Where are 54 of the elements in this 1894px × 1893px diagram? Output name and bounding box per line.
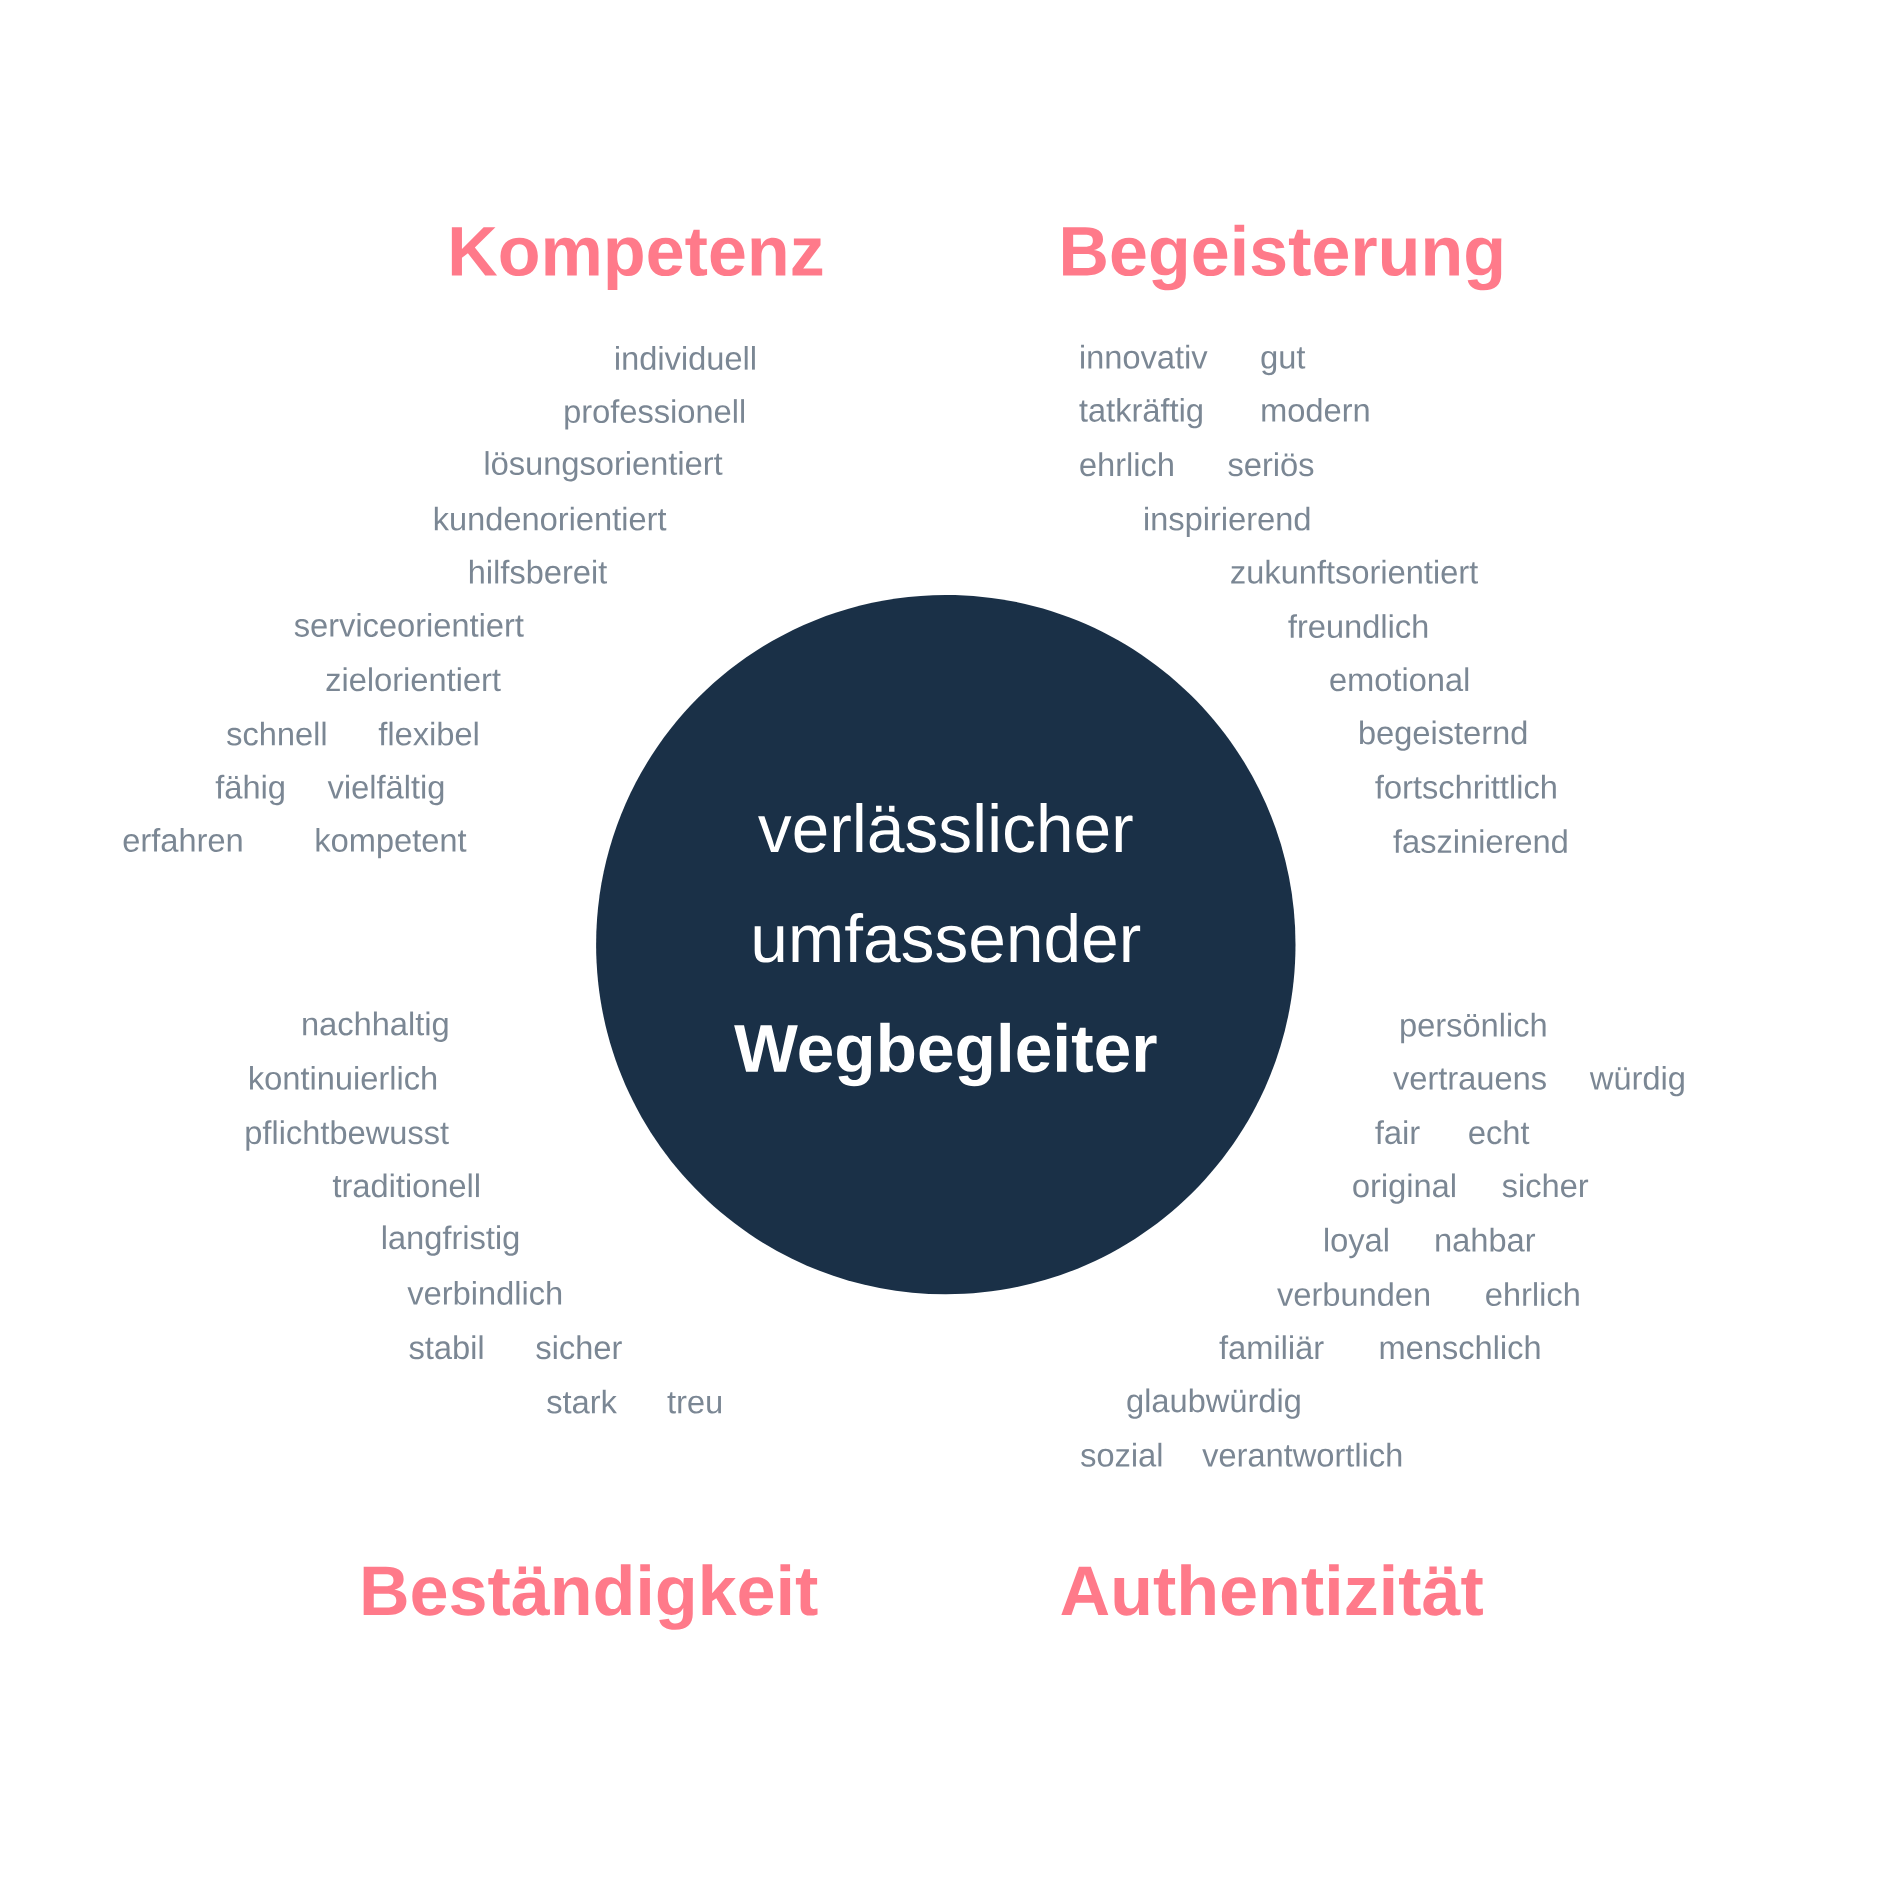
word-label: stark (547, 1389, 617, 1414)
word-label: kundenorientiert (434, 506, 667, 531)
word-label: seriös (1228, 452, 1314, 477)
word-label: sicher (1502, 1173, 1589, 1198)
word-label: loyal (1325, 1227, 1388, 1259)
word-label: serviceorientiert (294, 613, 524, 637)
word-label: verbindlich (407, 1281, 562, 1305)
word-label: ehrlich (1486, 1282, 1579, 1307)
word-label: gut (1261, 347, 1306, 376)
word-label: zielorientiert (326, 667, 501, 692)
category-heading: Authentizität (1061, 1564, 1483, 1616)
word-label: glaubwürdig (1127, 1388, 1300, 1419)
word-label: modern (1262, 398, 1369, 422)
word-label: nahbar (1436, 1227, 1536, 1252)
word-label: begeisternd (1360, 720, 1527, 751)
word-label: erfahren (123, 828, 242, 852)
word-label: familiär (1219, 1335, 1324, 1360)
word-label: treu (667, 1392, 722, 1414)
word-label: verantwortlich (1202, 1442, 1402, 1467)
word-label: fair (1375, 1120, 1420, 1145)
word-label: fortschrittlich (1375, 774, 1556, 799)
word-label: vielfältig (327, 774, 444, 806)
word-label: innovativ (1081, 344, 1208, 369)
category-heading: Kompetenz (451, 227, 823, 291)
word-label: inspirierend (1145, 506, 1310, 538)
word-label: menschlich (1380, 1335, 1540, 1360)
word-label: original (1353, 1173, 1455, 1204)
word-label: echt (1469, 1120, 1530, 1145)
word-label: hilfsbereit (469, 559, 607, 584)
word-label: kompetent (316, 828, 467, 859)
word-label: professionell (565, 399, 744, 430)
word-label: fähig (215, 774, 284, 806)
word-label: vertrauens (1393, 1068, 1546, 1090)
word-label: individuell (616, 346, 755, 371)
word-label: kontinuierlich (250, 1066, 437, 1090)
word-label: stabil (409, 1335, 483, 1360)
word-label: zukunftsorientiert (1231, 559, 1478, 584)
category-heading: Beständigkeit (363, 1564, 818, 1630)
category-heading: Begeisterung (1063, 224, 1502, 291)
word-label: flexibel (378, 721, 478, 746)
word-label: faszinierend (1393, 829, 1567, 854)
word-label: würdig (1589, 1066, 1684, 1097)
word-label: sozial (1081, 1442, 1162, 1467)
word-label: persönlich (1401, 1012, 1546, 1044)
word-label: lösungsorientiert (485, 451, 723, 482)
word-label: emotional (1330, 667, 1469, 692)
word-label: pflichtbewusst (246, 1120, 449, 1151)
word-label: nachhaltig (303, 1011, 448, 1043)
word-label: sicher (536, 1335, 622, 1360)
word-label: traditionell (332, 1173, 479, 1198)
word-label: langfristig (382, 1225, 519, 1256)
word-label: ehrlich (1080, 452, 1173, 477)
word-label: schnell (227, 721, 326, 746)
word-label: tatkräftig (1079, 398, 1202, 429)
